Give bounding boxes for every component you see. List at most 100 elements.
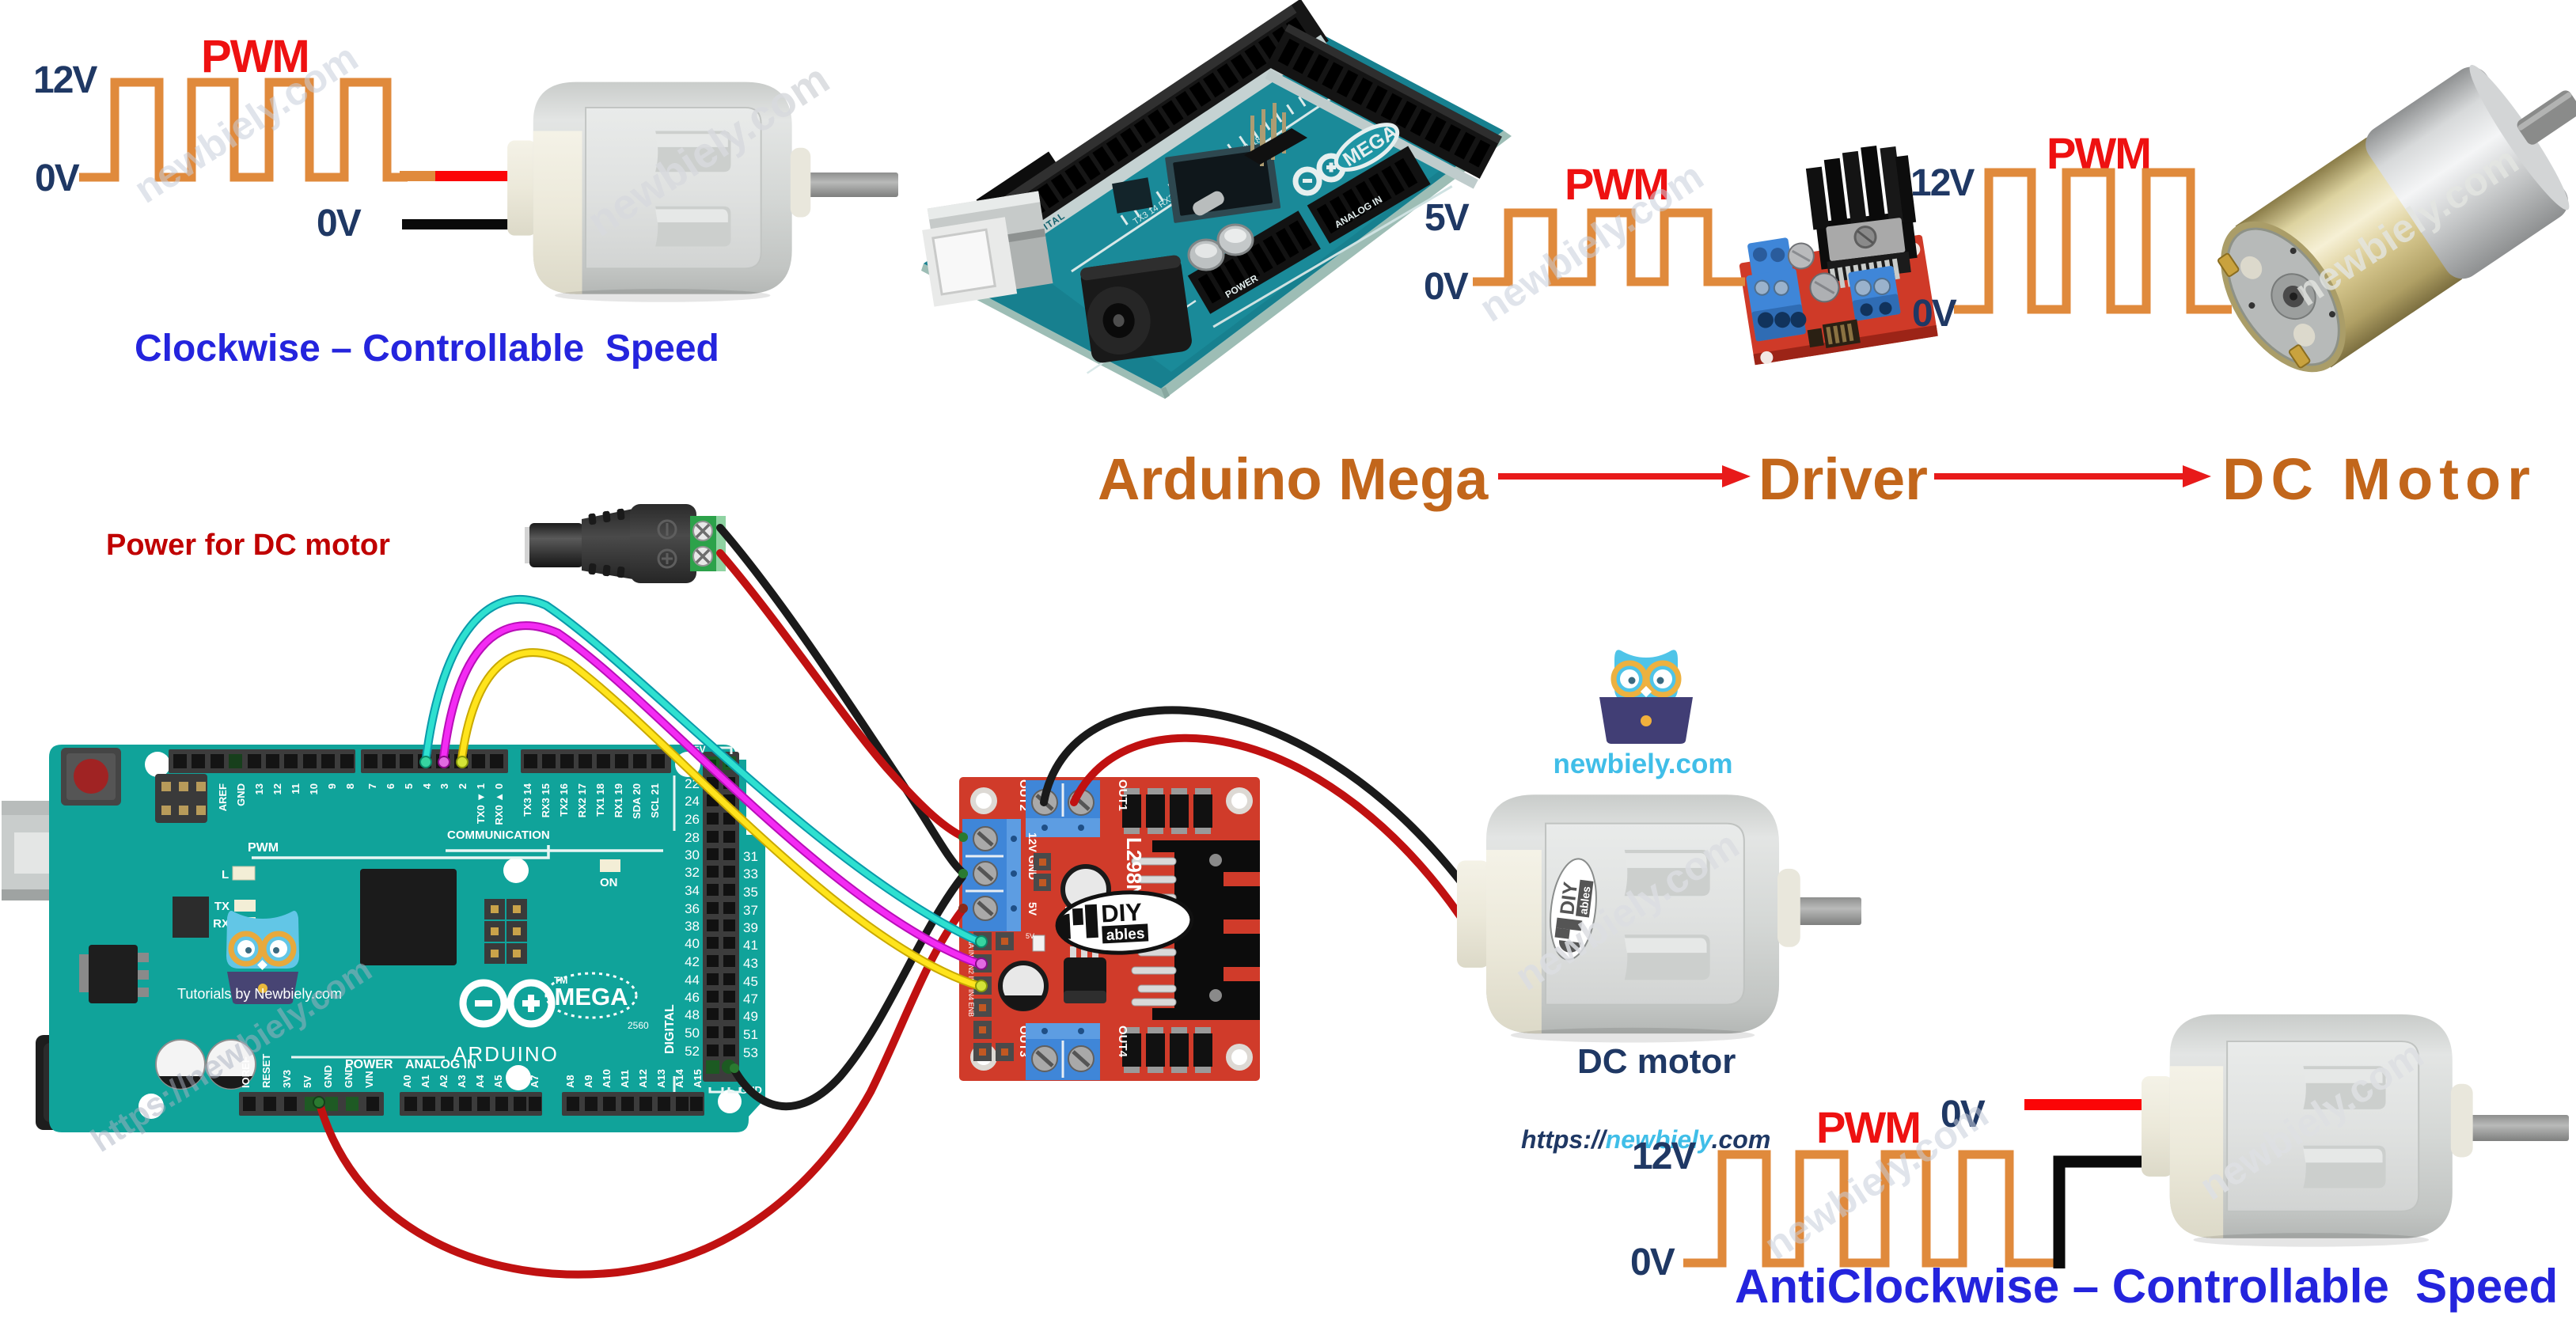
- svg-text:A11: A11: [619, 1070, 631, 1088]
- svg-text:ables: ables: [1106, 926, 1145, 945]
- svg-text:41: 41: [743, 938, 758, 953]
- svg-text:https://newbiely.com: https://newbiely.com: [1521, 1125, 1770, 1154]
- svg-text:ON: ON: [600, 876, 618, 889]
- svg-text:51: 51: [743, 1027, 758, 1042]
- svg-text:47: 47: [743, 991, 758, 1007]
- svg-text:GND: GND: [322, 1065, 334, 1088]
- svg-text:A14: A14: [673, 1068, 685, 1088]
- svg-text:0V: 0V: [1630, 1242, 1675, 1283]
- svg-text:RX0 ▲ 0: RX0 ▲ 0: [493, 783, 505, 825]
- svg-text:A7: A7: [529, 1075, 541, 1088]
- svg-text:GND: GND: [235, 783, 247, 806]
- svg-text:52: 52: [685, 1044, 700, 1059]
- svg-text:RX1 19: RX1 19: [613, 783, 624, 817]
- svg-text:49: 49: [743, 1009, 758, 1024]
- svg-text:A15: A15: [692, 1069, 704, 1088]
- svg-text:3V3: 3V3: [281, 1070, 293, 1088]
- svg-text:5V: 5V: [1425, 197, 1470, 239]
- svg-text:38: 38: [685, 919, 700, 934]
- svg-text:TX3 14: TX3 14: [522, 783, 533, 817]
- svg-text:ANALOG IN: ANALOG IN: [405, 1058, 476, 1071]
- svg-text:PWM: PWM: [1816, 1102, 1920, 1152]
- svg-text:40: 40: [685, 936, 700, 951]
- svg-text:A1: A1: [419, 1075, 431, 1088]
- svg-text:PWM: PWM: [201, 31, 309, 82]
- svg-text:28: 28: [685, 830, 700, 845]
- svg-text:A5: A5: [492, 1075, 504, 1088]
- svg-text:A10: A10: [601, 1069, 613, 1088]
- svg-text:RESET: RESET: [260, 1054, 272, 1088]
- svg-text:35: 35: [743, 885, 758, 900]
- svg-text:SCL 21: SCL 21: [649, 783, 661, 818]
- svg-text:OUT1: OUT1: [1116, 779, 1129, 811]
- svg-text:13: 13: [253, 783, 265, 794]
- svg-text:2: 2: [457, 783, 469, 789]
- svg-text:0V: 0V: [1424, 266, 1469, 308]
- svg-text:A4: A4: [474, 1075, 486, 1088]
- svg-text:5V: 5V: [302, 1075, 313, 1088]
- svg-text:46: 46: [685, 990, 700, 1005]
- svg-text:9: 9: [326, 783, 338, 789]
- svg-text:A0: A0: [401, 1075, 413, 1088]
- svg-text:24: 24: [685, 794, 700, 809]
- svg-text:2560: 2560: [628, 1020, 649, 1031]
- svg-text:37: 37: [743, 903, 758, 918]
- svg-text:11: 11: [290, 783, 302, 794]
- svg-text:48: 48: [685, 1007, 700, 1022]
- svg-text:5: 5: [403, 783, 415, 789]
- svg-text:Driver: Driver: [1758, 446, 1928, 512]
- svg-text:newbiely.com: newbiely.com: [1554, 749, 1733, 779]
- svg-text:26: 26: [685, 812, 700, 827]
- svg-text:DC motor: DC motor: [1577, 1042, 1736, 1081]
- svg-text:AntiClockwise – Controllable: AntiClockwise – Controllable Speed: [1735, 1260, 2558, 1313]
- svg-text:A12: A12: [637, 1069, 649, 1088]
- svg-text:PWM: PWM: [248, 841, 279, 855]
- svg-text:12: 12: [271, 783, 283, 794]
- svg-text:ables: ables: [1576, 885, 1592, 916]
- svg-text:0V: 0V: [1912, 293, 1957, 335]
- svg-text:A2: A2: [438, 1075, 450, 1088]
- svg-text:45: 45: [743, 974, 758, 989]
- svg-text:5V: 5V: [1026, 902, 1039, 916]
- svg-text:TX2 16: TX2 16: [558, 783, 570, 817]
- svg-text:0V: 0V: [35, 157, 80, 199]
- svg-text:30: 30: [685, 847, 700, 863]
- svg-text:5V: 5V: [1026, 932, 1034, 940]
- svg-text:39: 39: [743, 920, 758, 935]
- svg-text:VIN: VIN: [363, 1071, 375, 1088]
- svg-text:53: 53: [743, 1045, 758, 1060]
- svg-text:44: 44: [685, 973, 700, 988]
- svg-text:10: 10: [308, 783, 320, 794]
- svg-text:0V: 0V: [1941, 1094, 1986, 1136]
- svg-text:TX1 18: TX1 18: [594, 783, 606, 817]
- svg-text:L: L: [222, 868, 229, 882]
- svg-text:A9: A9: [582, 1075, 594, 1088]
- svg-text:50: 50: [685, 1026, 700, 1041]
- svg-text:AREF: AREF: [217, 783, 229, 811]
- svg-text:6: 6: [385, 783, 396, 789]
- svg-text:0V: 0V: [317, 203, 362, 245]
- svg-text:ARDUINO: ARDUINO: [453, 1042, 559, 1066]
- svg-text:42: 42: [685, 954, 700, 969]
- svg-text:7: 7: [366, 783, 378, 789]
- svg-text:MEGA: MEGA: [555, 983, 628, 1010]
- svg-text:A8: A8: [564, 1075, 576, 1088]
- svg-text:36: 36: [685, 901, 700, 916]
- svg-text:34: 34: [685, 883, 700, 898]
- svg-text:6: 6: [510, 1082, 522, 1088]
- svg-text:12V: 12V: [33, 59, 97, 101]
- svg-text:IOREF: IOREF: [240, 1056, 252, 1088]
- svg-text:TX0 ▼ 1: TX0 ▼ 1: [475, 783, 487, 824]
- svg-text:31: 31: [743, 849, 758, 864]
- svg-text:RX3 15: RX3 15: [540, 783, 552, 817]
- svg-text:L298N: L298N: [1122, 837, 1146, 899]
- svg-text:DIGITAL: DIGITAL: [663, 1004, 677, 1054]
- svg-text:OUT4: OUT4: [1116, 1026, 1129, 1058]
- svg-text:12V: 12V: [1632, 1136, 1696, 1177]
- svg-text:RX: RX: [213, 917, 230, 931]
- svg-text:GND: GND: [343, 1065, 355, 1088]
- svg-text:12V: 12V: [1910, 162, 1975, 204]
- svg-text:3: 3: [438, 783, 450, 789]
- svg-text:33: 33: [743, 866, 758, 882]
- svg-text:SDA 20: SDA 20: [631, 783, 643, 819]
